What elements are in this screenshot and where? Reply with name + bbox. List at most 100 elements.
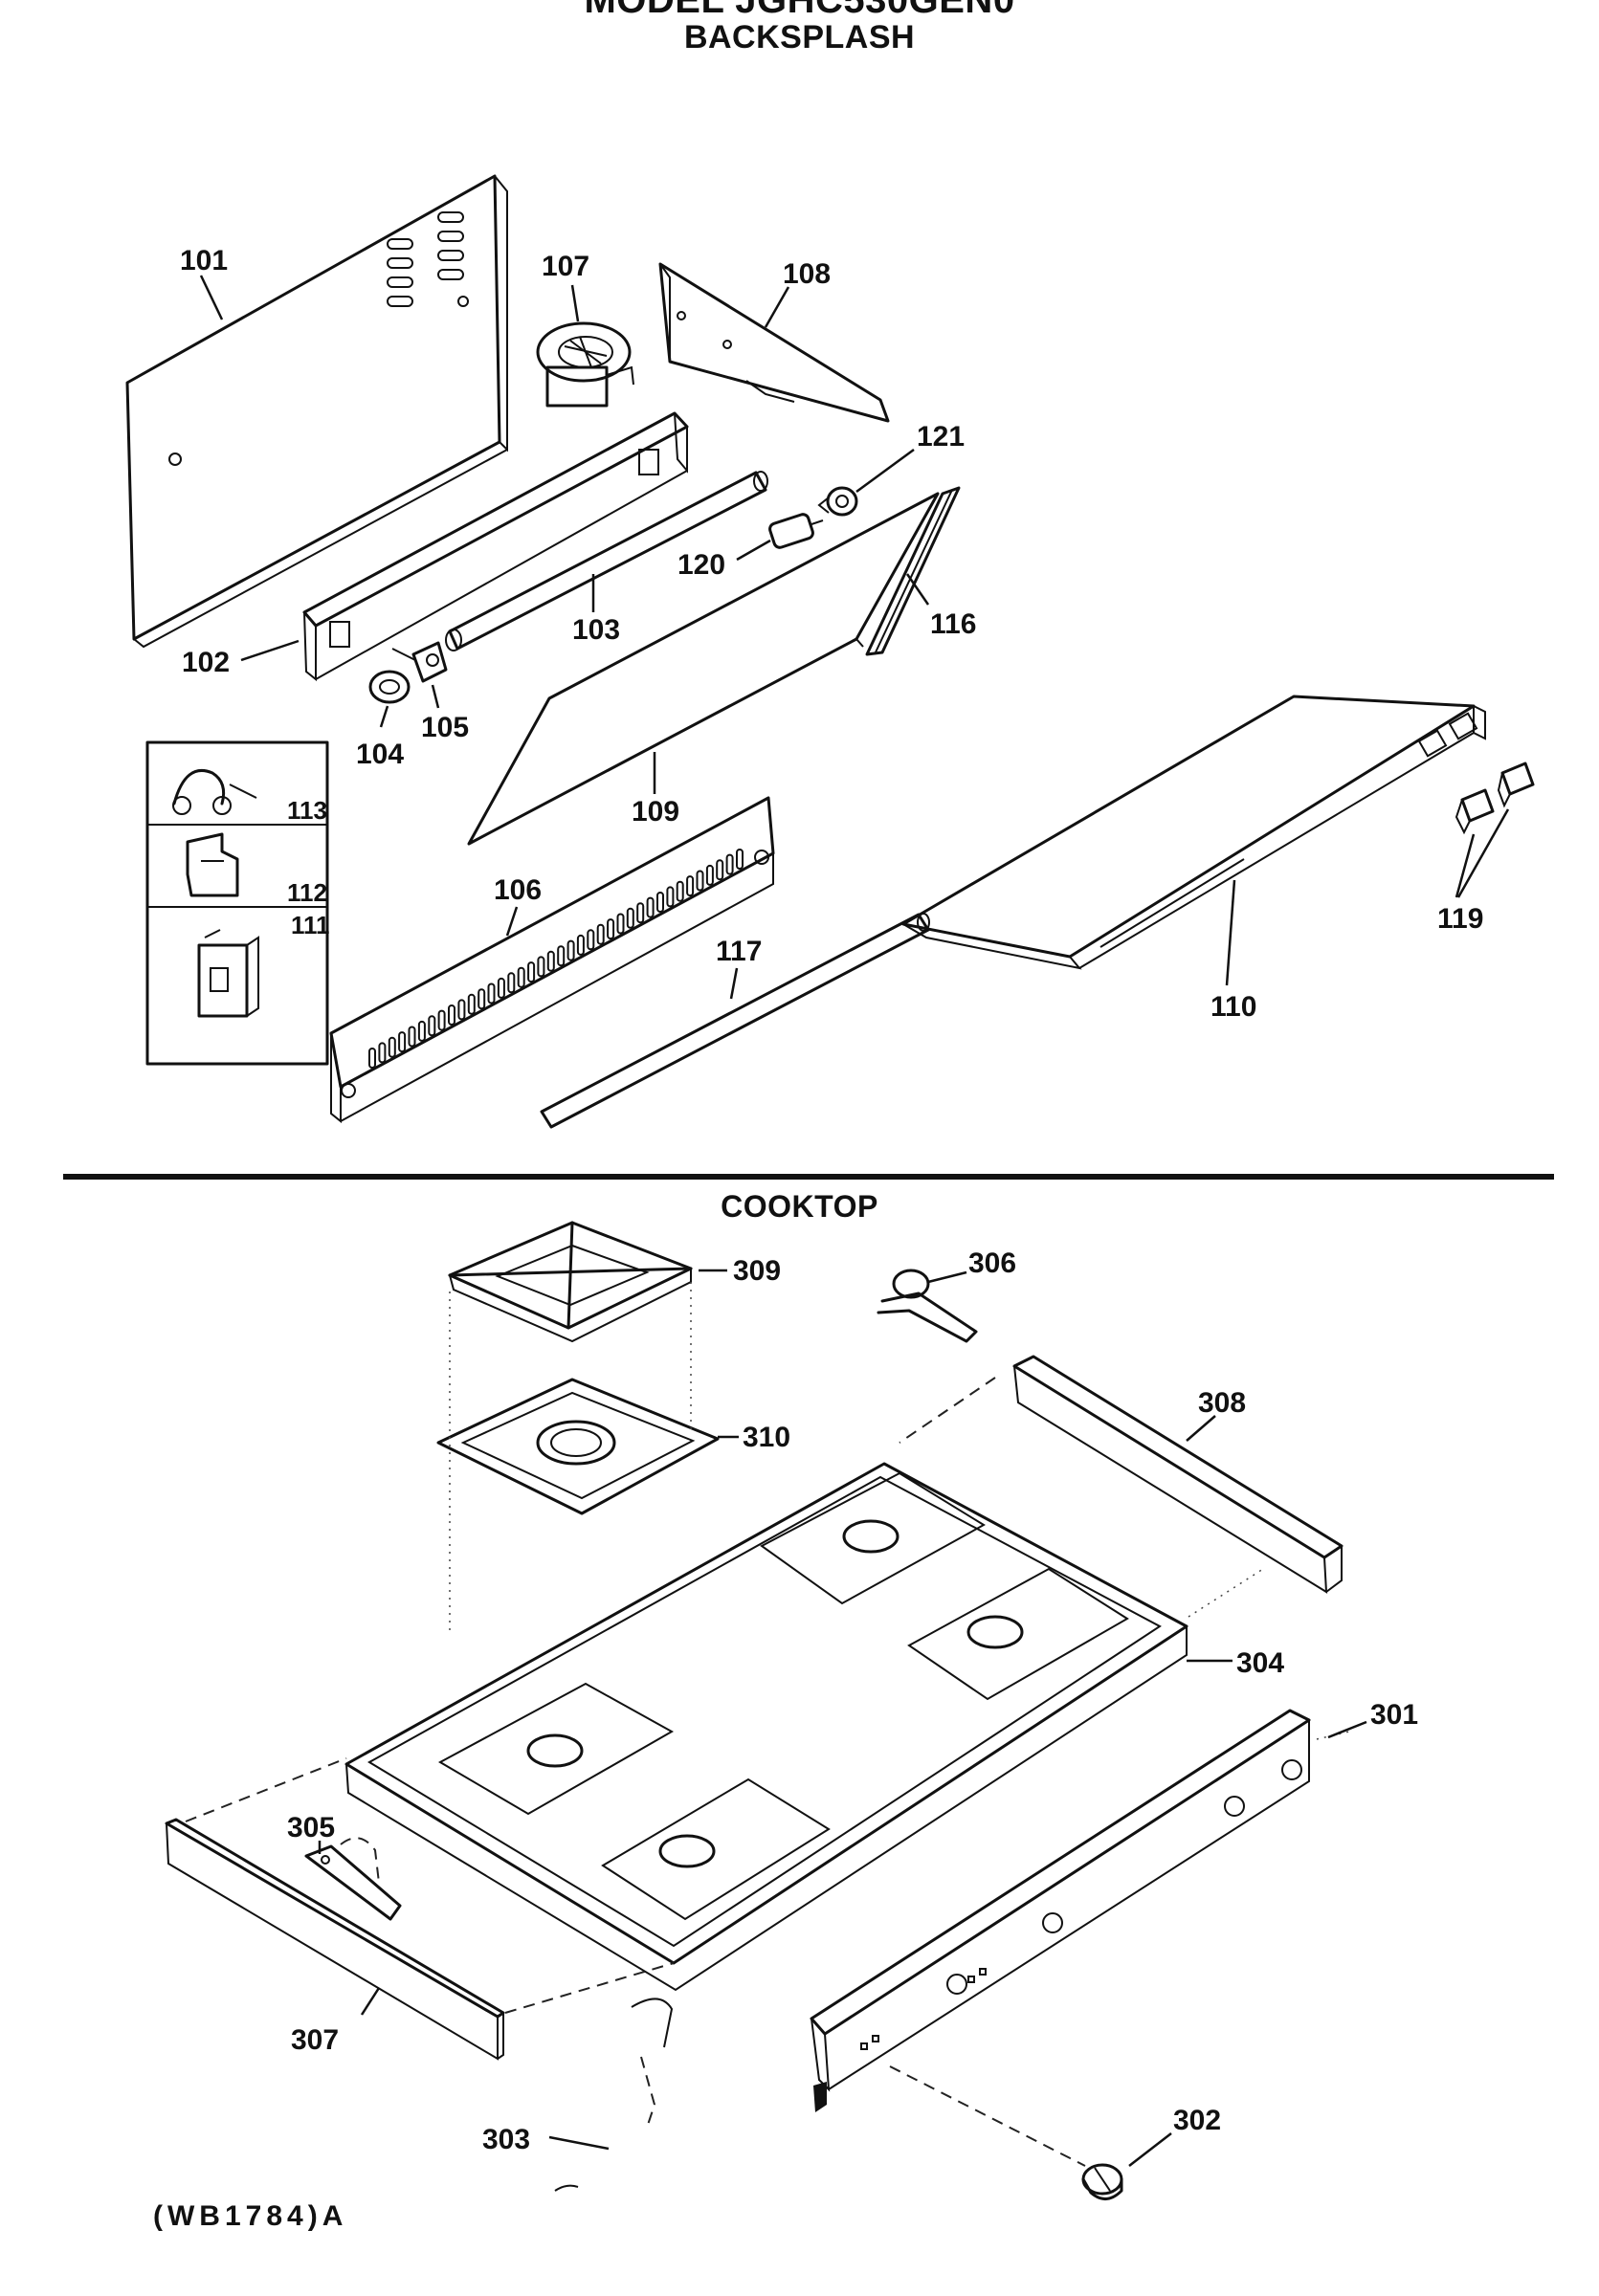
part-105-socket — [391, 641, 448, 683]
callout-309: 309 — [733, 1255, 781, 1287]
part-121-switch — [817, 486, 858, 517]
vent-slot — [725, 853, 734, 875]
callout-308: 308 — [1198, 1387, 1246, 1419]
leader-306 — [927, 1270, 967, 1284]
vent-slot — [507, 972, 516, 994]
assembly-line — [899, 1377, 996, 1444]
leader-301 — [1327, 1720, 1367, 1739]
part-302-control-knob — [1081, 2163, 1123, 2200]
callout-307: 307 — [291, 2024, 339, 2056]
leader-117 — [729, 967, 739, 1000]
part-104-lamp-holder — [368, 670, 411, 704]
vent-slot — [527, 961, 536, 983]
vent-slot — [607, 918, 615, 940]
leader-308 — [1186, 1415, 1216, 1442]
leader-110 — [1225, 879, 1236, 986]
callout-116: 116 — [930, 608, 976, 640]
leader-116 — [905, 573, 930, 606]
vent-slot — [517, 966, 525, 988]
vent-slot — [448, 1004, 455, 1026]
vent-slot — [408, 1026, 416, 1048]
vent-slot — [656, 892, 664, 913]
vent-slot — [437, 1009, 446, 1031]
vent-slot — [626, 907, 634, 929]
vent-slot — [497, 977, 505, 999]
callout-304: 304 — [1236, 1647, 1284, 1679]
leader-102 — [240, 639, 300, 662]
part-106-vent-grille — [329, 796, 775, 1124]
vent-slot — [487, 982, 496, 1004]
part-307-front-trim — [165, 1818, 505, 2061]
part-110-backsplash-cover — [901, 695, 1486, 970]
callout-105: 105 — [421, 712, 469, 743]
assembly-line — [889, 2065, 1086, 2167]
section-divider — [63, 1174, 1554, 1180]
part-310-drip-pan — [436, 1378, 720, 1515]
leader-101 — [199, 275, 224, 320]
assembly-line — [504, 1962, 675, 2014]
part-103-fluorescent-tube — [445, 471, 768, 651]
vent-slot — [457, 999, 466, 1021]
part-108-bracket — [658, 262, 890, 423]
leader-121 — [855, 448, 915, 494]
leader-108 — [764, 286, 790, 328]
vent-slot — [428, 1015, 436, 1037]
leader-120 — [736, 539, 771, 562]
vent-slot — [398, 1031, 407, 1053]
vent-slot — [477, 988, 486, 1010]
leader-107 — [570, 284, 580, 322]
backsplash-section-title: BACKSPLASH — [683, 19, 916, 55]
leader-104 — [379, 705, 389, 728]
callout-119: 119 — [1437, 903, 1483, 935]
callout-107: 107 — [542, 251, 589, 282]
vent-slot — [646, 896, 655, 918]
vent-slot — [378, 1042, 387, 1064]
callout-305: 305 — [287, 1812, 335, 1843]
callout-101: 101 — [180, 245, 228, 276]
part-304-cooktop — [344, 1462, 1188, 1992]
part-101-rear-panel — [125, 174, 508, 649]
vent-slot — [587, 929, 595, 951]
part-305-bracket — [304, 1837, 402, 1921]
inset-parts-box — [145, 740, 329, 1066]
callout-103: 103 — [572, 614, 620, 646]
leader-119a — [1455, 833, 1476, 898]
leader-119b — [1456, 808, 1510, 898]
vent-slot — [546, 950, 555, 972]
vent-slot — [636, 902, 645, 924]
assembly-line — [185, 1757, 347, 1822]
vent-slot — [705, 864, 714, 886]
document-code: (WB1784)A — [153, 2200, 348, 2232]
vent-slot — [467, 993, 476, 1015]
vent-slot — [666, 886, 675, 908]
vent-slot — [557, 945, 566, 967]
part-109-glass-panel — [467, 492, 940, 846]
model-title: MODEL JGHC530GEN0 — [584, 0, 1015, 21]
vent-slot — [596, 923, 605, 945]
vent-slot — [686, 875, 695, 897]
part-308-rear-channel — [1012, 1355, 1344, 1594]
callout-102: 102 — [182, 647, 230, 678]
callout-302: 302 — [1173, 2105, 1221, 2136]
leader-307 — [360, 1987, 381, 2016]
leader-303 — [548, 2135, 610, 2151]
vent-slot — [616, 913, 625, 935]
callout-306: 306 — [968, 1247, 1016, 1279]
vent-slot — [736, 849, 744, 870]
vent-slot — [537, 956, 545, 978]
vent-slot — [566, 939, 575, 961]
callout-117: 117 — [716, 936, 762, 967]
callout-108: 108 — [783, 258, 831, 290]
vent-slot — [388, 1036, 396, 1058]
part-301-manifold-panel — [810, 1709, 1311, 2112]
callout-112: 112 — [287, 878, 327, 907]
callout-106: 106 — [494, 874, 542, 906]
part-306-burner-valve — [877, 1269, 978, 1343]
callout-301: 301 — [1370, 1699, 1418, 1731]
vent-slot — [417, 1020, 426, 1042]
callout-109: 109 — [632, 796, 679, 828]
callout-121: 121 — [917, 421, 965, 453]
vent-slot — [368, 1048, 376, 1069]
